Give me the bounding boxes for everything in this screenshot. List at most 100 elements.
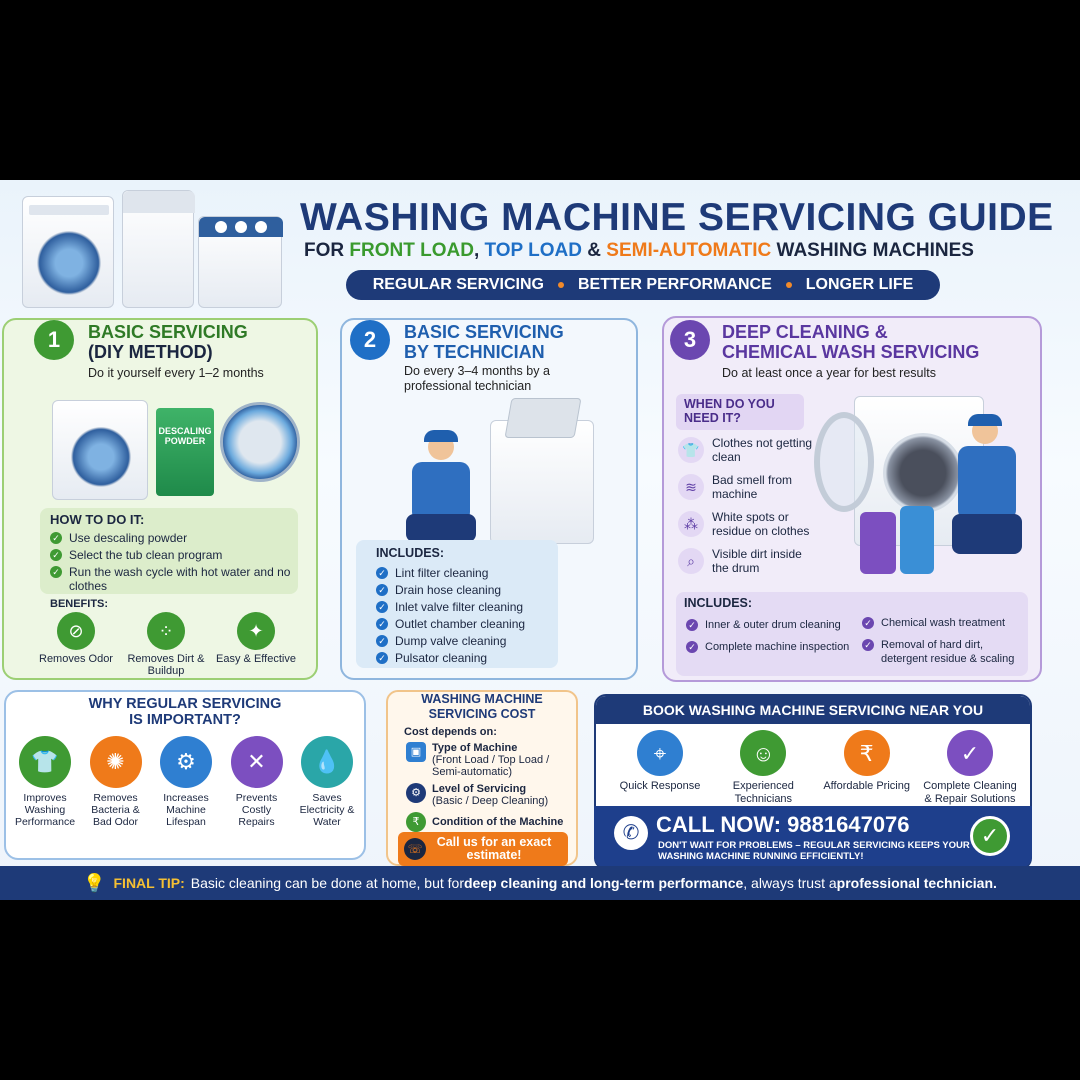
pill-regular-servicing: REGULAR SERVICING <box>372 276 544 293</box>
book-item: ✓Complete Cleaning & Repair Solutions <box>920 730 1020 806</box>
top-load-machine-image <box>490 420 594 544</box>
card2-title: BASIC SERVICING BY TECHNICIAN <box>404 322 564 362</box>
call-now-banner[interactable]: ✆ CALL NOW: 9881647076 DON'T WAIT FOR PR… <box>594 806 1032 868</box>
top-load-machine-image <box>122 190 195 308</box>
check-icon: ✓ <box>376 652 388 664</box>
list-item: ✓Inner & outer drum cleaning <box>686 618 856 632</box>
check-icon: ✓ <box>376 567 388 579</box>
subtitle-front-load: FRONT LOAD <box>349 240 474 261</box>
page-title: WASHING MACHINE SERVICING GUIDE <box>300 196 1054 239</box>
need-title-box <box>676 394 804 430</box>
need-list: 👕Clothes not getting clean ≋Bad smell fr… <box>678 436 818 584</box>
book-items: ⌖Quick Response ☺Experienced Technicians… <box>610 730 1020 806</box>
infographic-canvas: WASHING MACHINE SERVICING GUIDE FOR FRON… <box>0 180 1080 900</box>
checkmark-icon: ✓ <box>970 816 1010 856</box>
list-item: ✓Pulsator cleaning <box>376 651 556 665</box>
front-load-machine-image <box>52 400 148 500</box>
book-item: ☺Experienced Technicians <box>713 730 813 806</box>
list-item: ✓Lint filter cleaning <box>376 566 556 580</box>
card1-illustration: DESCALING POWDER <box>52 398 302 502</box>
check-icon: ✓ <box>376 618 388 630</box>
cost-depends: Cost depends on: <box>404 726 497 738</box>
card1-howto-box <box>40 508 298 594</box>
list-item: ✓Removal of hard dirt, detergent residue… <box>862 638 1024 666</box>
call-now-number[interactable]: CALL NOW: 9881647076 <box>656 812 910 837</box>
rupee-icon: ₹ <box>406 812 426 832</box>
pill-better-performance: BETTER PERFORMANCE <box>577 276 772 293</box>
card3-includes-title: INCLUDES: <box>684 596 753 610</box>
benefit-item: ⁘Removes Dirt & Buildup <box>126 612 206 677</box>
location-pin-icon: ⌖ <box>637 730 683 776</box>
card3-number-badge: 3 <box>670 320 710 360</box>
technician-icon: ☺ <box>740 730 787 776</box>
check-icon: ✓ <box>862 617 874 629</box>
lightbulb-icon: 💡 <box>83 872 106 893</box>
benefit-item: ✦Easy & Effective <box>216 612 296 677</box>
chemical-bottle-purple <box>860 512 896 574</box>
technician-illustration <box>390 394 608 544</box>
check-icon: ✓ <box>50 566 62 578</box>
drum-cleaning-image <box>220 402 300 482</box>
subtitle-semi-automatic: SEMI-AUTOMATIC <box>606 240 772 261</box>
card3-includes-col1: ✓Inner & outer drum cleaning ✓Complete m… <box>686 618 856 657</box>
descaling-powder-pack: DESCALING POWDER <box>156 408 214 496</box>
book-item: ₹Affordable Pricing <box>817 730 917 806</box>
check-icon: ✓ <box>686 641 698 653</box>
subtitle-top-load: TOP LOAD <box>484 240 582 261</box>
shirt-icon: 👕 <box>678 437 704 463</box>
card2-description: Do every 3–4 months by a professional te… <box>404 364 550 393</box>
shirt-sparkle-icon: 👕 <box>19 736 71 788</box>
benefits-title: BENEFITS: <box>50 598 109 610</box>
deep-cleaning-illustration <box>814 392 1028 588</box>
book-item: ⌖Quick Response <box>610 730 710 806</box>
water-drop-icon: 💧 <box>301 736 353 788</box>
card2-includes: INCLUDES: ✓Lint filter cleaning ✓Drain h… <box>376 546 556 668</box>
front-load-machine-image <box>22 196 114 308</box>
includes-title: INCLUDES: <box>376 546 445 560</box>
final-tip-label: FINAL TIP: <box>113 875 185 891</box>
why-item: ⚙Increases Machine Lifespan <box>153 736 219 828</box>
card1-title: BASIC SERVICING (DIY METHOD) <box>88 322 248 362</box>
call-us-button[interactable]: Call us for an exact estimate! <box>398 832 568 866</box>
cost-row: ⚙Level of Servicing(Basic / Deep Cleanin… <box>406 783 574 807</box>
why-item: ✺Removes Bacteria & Bad Odor <box>83 736 149 828</box>
check-icon: ✓ <box>686 619 698 631</box>
final-tip-bar: 💡 FINAL TIP: Basic cleaning can be done … <box>0 866 1080 900</box>
check-icon: ✓ <box>376 635 388 647</box>
card3-title: DEEP CLEANING & CHEMICAL WASH SERVICING <box>722 322 980 362</box>
why-items: 👕Improves Washing Performance ✺Removes B… <box>12 736 360 828</box>
magnifier-icon: ⌕ <box>678 548 704 574</box>
cost-row: ▣Type of Machine(Front Load / Top Load /… <box>406 742 574 778</box>
list-item: ✓Chemical wash treatment <box>862 616 1024 630</box>
chemical-bottle-blue <box>900 506 934 574</box>
howto-list: ✓Use descaling powder ✓Select the tub cl… <box>50 531 294 593</box>
card1-howto: HOW TO DO IT: ✓Use descaling powder ✓Sel… <box>50 512 294 596</box>
why-title: WHY REGULAR SERVICING IS IMPORTANT? <box>88 696 282 728</box>
card2-number-badge: 2 <box>350 320 390 360</box>
list-item: ✓Select the tub clean program <box>50 548 294 562</box>
list-item: ✓Dump valve cleaning <box>376 634 556 648</box>
why-item: ✕Prevents Costly Repairs <box>224 736 290 828</box>
check-icon: ✓ <box>376 601 388 613</box>
sparkle-icon: ✦ <box>237 612 275 650</box>
list-item: ✓Outlet chamber cleaning <box>376 617 556 631</box>
benefit-item: ⊘Removes Odor <box>36 612 116 677</box>
gear-icon: ⚙ <box>406 783 426 803</box>
machine-icon: ▣ <box>406 742 426 762</box>
cost-rows: ▣Type of Machine(Front Load / Top Load /… <box>406 742 574 837</box>
card3-description: Do at least once a year for best results <box>722 366 936 380</box>
powder-label: DESCALING POWDER <box>158 426 212 446</box>
list-item: ✓Drain hose cleaning <box>376 583 556 597</box>
list-item: ✓Run the wash cycle with hot water and n… <box>50 565 294 593</box>
pill-separator <box>557 282 564 288</box>
header-machines-illustration <box>18 190 288 310</box>
card3-includes-box <box>676 592 1028 676</box>
call-now-subtext: DON'T WAIT FOR PROBLEMS – REGULAR SERVIC… <box>658 840 970 862</box>
list-item: ⁂White spots or residue on clothes <box>678 510 818 538</box>
smell-icon: ≋ <box>678 474 704 500</box>
card2-includes-box <box>356 540 558 668</box>
list-item: ✓Inlet valve filter cleaning <box>376 600 556 614</box>
check-icon: ✓ <box>862 639 874 651</box>
rupee-icon: ₹ <box>843 730 890 776</box>
dirt-icon: ⁘ <box>147 612 185 650</box>
